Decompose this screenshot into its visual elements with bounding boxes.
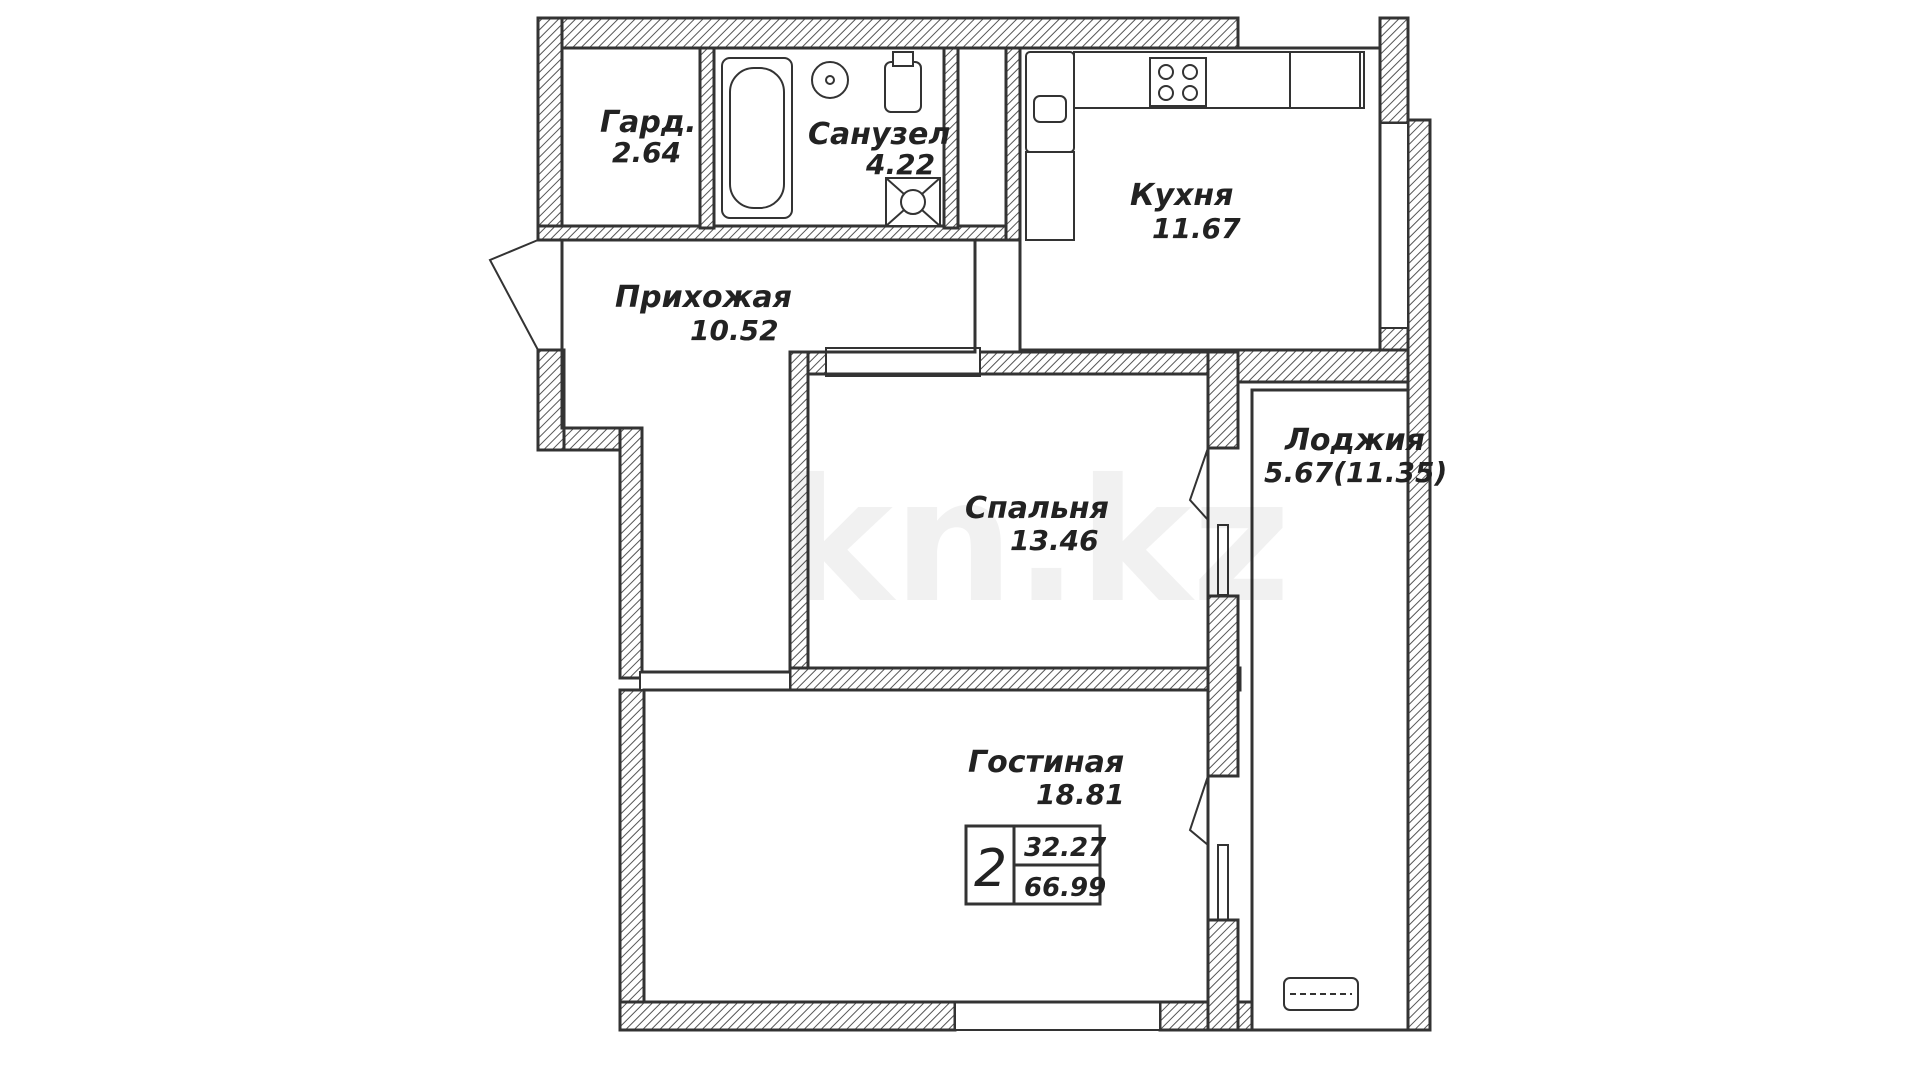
- bedroom-door-icon: [1188, 447, 1209, 521]
- bathtub-icon: [721, 57, 793, 219]
- wall-kitchen-bottom: [1228, 348, 1410, 384]
- room-name-bedroom: Спальня: [965, 491, 1109, 526]
- room-outlines: [560, 46, 1410, 1032]
- room-area-wardrobe: 2.64: [612, 136, 681, 169]
- room-area-kitchen: 11.67: [1152, 212, 1241, 245]
- kitchen-sink-icon: [1025, 51, 1075, 153]
- room-name-kitchen: Кухня: [1130, 178, 1233, 213]
- wall-bottom-left: [618, 1000, 957, 1032]
- window-kitchen: [1379, 122, 1409, 329]
- wall-wardrobe-right: [698, 46, 716, 230]
- wall-bedroom-bottom: [788, 666, 1242, 692]
- hallway-area: [560, 238, 977, 674]
- living-area-value: 32.27: [1024, 833, 1107, 863]
- balcony-door-bedroom: [1217, 524, 1229, 596]
- wall-left-living: [618, 688, 646, 1032]
- wardrobe-area: [560, 46, 702, 228]
- wall-right-top: [1378, 16, 1410, 125]
- room-name-bathroom: Санузел: [808, 117, 950, 152]
- wall-top: [536, 16, 1240, 50]
- watermark: kn.kz: [780, 443, 1291, 641]
- wall-left-lower: [618, 426, 644, 680]
- kitchen-area: [1018, 46, 1382, 352]
- wall-living-right: [1206, 918, 1240, 1032]
- room-name-hallway: Прихожая: [615, 280, 792, 315]
- room-name-loggia: Лоджия: [1284, 423, 1425, 458]
- door-hall-opening: [639, 671, 791, 691]
- wall-left-upper: [536, 16, 564, 240]
- doors: [488, 239, 1229, 921]
- wall-loggia-outer: [1406, 118, 1432, 1032]
- sink-icon: [811, 61, 849, 99]
- living-area: [642, 688, 1210, 1004]
- radiator-icon: [1283, 977, 1359, 1011]
- room-name-living: Гостиная: [968, 745, 1124, 780]
- area-summary-badge: 2 32.27 66.99: [964, 824, 1107, 906]
- living-door-icon: [1188, 775, 1209, 846]
- room-area-bathroom: 4.22: [865, 148, 935, 181]
- wall-bedroom-right-b: [1206, 594, 1240, 778]
- room-labels: Гард. 2.64 Санузел 4.22 Кухня 11.67 Прих…: [600, 105, 1447, 811]
- toilet-icon: [884, 51, 922, 113]
- room-name-wardrobe: Гард.: [600, 105, 696, 140]
- room-area-hallway: 10.52: [690, 314, 779, 347]
- entrance-door-icon: [488, 239, 539, 351]
- room-area-living: 18.81: [1036, 778, 1125, 811]
- fridge-icon: [1289, 51, 1361, 109]
- wall-left-mid: [536, 348, 566, 452]
- wall-shaft-right: [1004, 46, 1022, 242]
- rooms-count: 2: [974, 839, 1007, 899]
- fixtures: [721, 51, 1365, 1011]
- shower-drain-icon: [885, 177, 941, 227]
- bathroom-area: [712, 46, 946, 228]
- shaft-area: [956, 46, 1008, 228]
- stove-icon: [1149, 57, 1207, 107]
- balcony-door-living: [1217, 844, 1229, 921]
- bedroom-area: [806, 372, 1210, 670]
- room-area-loggia: 5.67(11.35): [1264, 456, 1447, 489]
- loggia-area: [1250, 388, 1410, 1032]
- wall-bedroom-right-a: [1206, 350, 1240, 450]
- window-living: [954, 1001, 1161, 1031]
- room-area-bedroom: 13.46: [1010, 524, 1099, 557]
- total-area-value: 66.99: [1024, 873, 1106, 903]
